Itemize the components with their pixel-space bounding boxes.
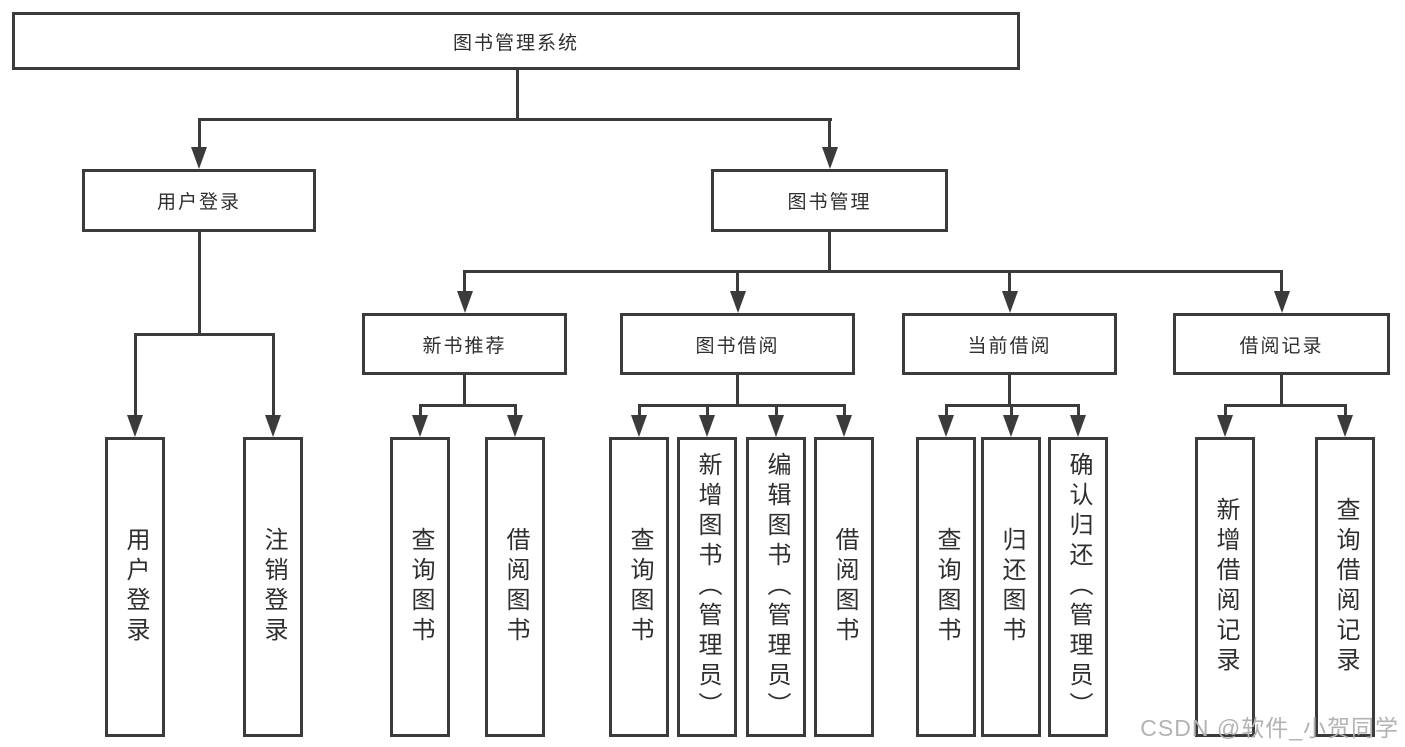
node-new-book-recommendation: 新书推荐	[362, 313, 567, 375]
connector-drop	[1076, 404, 1080, 417]
connector-userlogin-stub	[197, 232, 201, 335]
node-borrowing-records: 借阅记录	[1173, 313, 1390, 375]
node-label: 图书借阅	[695, 335, 780, 357]
connector-drop	[197, 118, 201, 149]
arrow-down-icon	[412, 415, 428, 437]
node-label: 当前借阅	[967, 335, 1052, 357]
connector-root-rail	[197, 118, 832, 121]
arrow-down-icon	[938, 415, 954, 437]
leaf-label: 新增图书（管理员）	[694, 452, 721, 722]
watermark-text: CSDN @软件_小贺同学	[1140, 715, 1399, 741]
node-query-books-borrowing: 查询图书	[609, 437, 669, 737]
connector-drop	[1280, 270, 1283, 293]
connector-drop	[1343, 404, 1347, 417]
connector-drop	[705, 404, 709, 417]
connector-drop	[271, 333, 275, 417]
leaf-label: 借阅图书	[831, 527, 858, 647]
leaf-label: 确认归还（管理员）	[1065, 452, 1092, 722]
connector-newbook-rail	[418, 404, 517, 407]
node-label: 图书管理	[787, 192, 872, 213]
arrow-down-icon	[127, 415, 143, 437]
node-label: 图书管理系统	[452, 32, 579, 54]
node-current-borrowing: 当前借阅	[902, 313, 1117, 375]
node-library-management-system: 图书管理系统	[12, 12, 1020, 70]
connector-records-stub	[1280, 375, 1283, 406]
connector-drop	[133, 333, 137, 417]
arrow-down-icon	[1003, 415, 1019, 437]
connector-drop	[513, 404, 517, 417]
leaf-label: 查询图书	[626, 527, 653, 647]
node-borrow-books-borrowing: 借阅图书	[814, 437, 874, 737]
node-edit-books-admin: 编辑图书（管理员）	[746, 437, 806, 737]
node-return-books: 归还图书	[981, 437, 1041, 737]
connector-drop	[842, 404, 846, 417]
connector-userlogin-rail	[133, 333, 275, 336]
arrow-down-icon	[1070, 415, 1086, 437]
node-confirm-return-admin: 确认归还（管理员）	[1048, 437, 1108, 737]
node-add-borrow-record: 新增借阅记录	[1195, 437, 1255, 737]
connector-drop	[637, 404, 641, 417]
arrow-down-icon	[1337, 415, 1353, 437]
connector-borrowing-stub	[736, 375, 739, 406]
node-book-management: 图书管理	[711, 169, 948, 232]
node-user-login: 用户登录	[82, 169, 316, 232]
connector-bookmgmt-rail	[463, 270, 1283, 273]
connector-drop	[418, 404, 422, 417]
connector-drop	[774, 404, 778, 417]
connector-records-rail	[1223, 404, 1347, 407]
leaf-label: 借阅图书	[502, 527, 529, 647]
arrow-down-icon	[836, 415, 852, 437]
leaf-label: 归还图书	[998, 527, 1025, 647]
arrow-down-icon	[507, 415, 523, 437]
node-query-borrow-record: 查询借阅记录	[1315, 437, 1375, 737]
arrow-down-icon	[768, 415, 784, 437]
connector-drop	[1009, 404, 1013, 417]
connector-bookmgmt-stub	[828, 232, 831, 272]
connector-drop	[1008, 270, 1011, 293]
arrow-down-icon	[1001, 291, 1018, 313]
arrow-down-icon	[821, 147, 838, 169]
connector-current-stub	[1008, 375, 1011, 406]
node-user-login-action: 用户登录	[105, 437, 165, 737]
node-logout-action: 注销登录	[243, 437, 303, 737]
connector-drop	[828, 118, 831, 149]
connector-borrowing-rail	[637, 404, 846, 407]
connector-drop	[736, 270, 739, 293]
leaf-label: 用户登录	[122, 527, 149, 647]
arrow-down-icon	[456, 291, 473, 313]
leaf-label: 查询借阅记录	[1332, 497, 1359, 677]
arrow-down-icon	[265, 415, 281, 437]
leaf-label: 查询图书	[933, 527, 960, 647]
node-query-books-newbook: 查询图书	[390, 437, 450, 737]
node-query-books-current: 查询图书	[916, 437, 976, 737]
arrow-down-icon	[699, 415, 715, 437]
arrow-down-icon	[1273, 291, 1290, 313]
leaf-label: 编辑图书（管理员）	[763, 452, 790, 722]
connector-drop	[1223, 404, 1227, 417]
leaf-label: 查询图书	[407, 527, 434, 647]
connector-root-stub	[516, 70, 519, 120]
leaf-label: 新增借阅记录	[1212, 497, 1239, 677]
arrow-down-icon	[631, 415, 647, 437]
connector-drop	[463, 270, 466, 293]
connector-newbook-stub	[463, 375, 466, 406]
node-add-books-admin: 新增图书（管理员）	[677, 437, 737, 737]
node-book-borrowing: 图书借阅	[620, 313, 855, 375]
connector-drop	[944, 404, 948, 417]
node-label: 新书推荐	[422, 335, 507, 357]
node-borrow-books-newbook: 借阅图书	[485, 437, 545, 737]
arrow-down-icon	[191, 147, 207, 169]
node-label: 用户登录	[156, 192, 241, 213]
arrow-down-icon	[729, 291, 746, 313]
node-label: 借阅记录	[1239, 335, 1324, 357]
leaf-label: 注销登录	[260, 527, 287, 647]
arrow-down-icon	[1217, 415, 1233, 437]
